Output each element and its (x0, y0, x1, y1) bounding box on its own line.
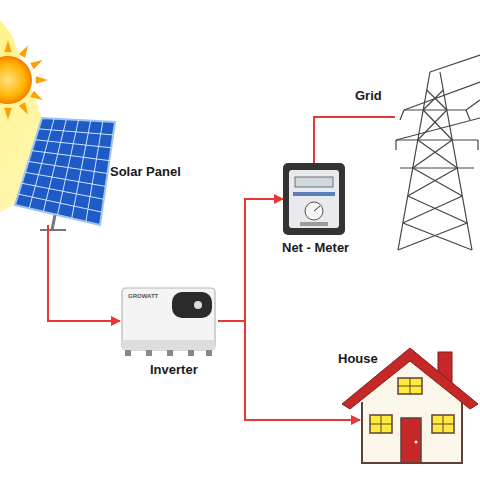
power-line (314, 117, 395, 163)
inverter-illustration (122, 288, 215, 356)
inverter-illustration-part (172, 292, 212, 318)
inverter-illustration-part (206, 350, 212, 356)
net-meter-illustration-part (295, 177, 333, 187)
sun-rays-part (36, 76, 48, 83)
net-meter-illustration (283, 163, 345, 235)
sun-rays-part (4, 108, 11, 120)
house-illustration-part (432, 415, 454, 433)
house-illustration-part (398, 386, 422, 387)
component-label: House (338, 352, 378, 367)
solar-panel-illustration-part (32, 151, 110, 161)
grid-tower-illustration-part (396, 118, 480, 140)
grid-tower-illustration-part (413, 140, 452, 168)
inverter-illustration-part (167, 350, 173, 356)
grid-tower-illustration-part (466, 110, 470, 120)
grid-tower-illustration-part (404, 82, 480, 110)
grid-tower-illustration-part (418, 110, 447, 140)
solar-panel-illustration-part (39, 129, 114, 135)
grid-tower-illustration-part (427, 90, 447, 110)
solar-panel-illustration-part (15, 118, 115, 225)
inverter-illustration-part (125, 350, 131, 356)
net-meter-illustration-part (283, 163, 345, 235)
sun-rays-part (19, 45, 28, 57)
inverter-illustration-part (188, 350, 194, 356)
component-label: Solar Panel (110, 165, 181, 180)
house-illustration-part (370, 415, 392, 433)
grid-tower-illustration-part (477, 140, 478, 150)
sun-rays (0, 40, 48, 120)
grid-tower: Grid (395, 110, 480, 250)
grid-tower-illustration-part (423, 90, 443, 110)
house: House (360, 350, 475, 465)
solar-panel-illustration-part (18, 194, 102, 212)
sun-part (0, 56, 32, 104)
net-meter-illustration-part (293, 192, 335, 196)
solar-panel-illustration-part (25, 172, 106, 186)
house-illustration-part (415, 441, 418, 444)
grid-tower-illustration-part (396, 139, 478, 140)
grid-tower-illustration-part (408, 196, 467, 223)
sun-rays-part (19, 102, 28, 114)
grid-tower-illustration-part (400, 167, 474, 168)
sun (0, 56, 32, 104)
house-illustration-part (398, 378, 422, 394)
sun-rays-part (30, 60, 42, 69)
grid-tower-illustration-part (404, 109, 466, 110)
grid-tower-illustration-part (408, 168, 458, 196)
grid-tower-illustration-part (395, 140, 396, 150)
net-meter-illustration-part (305, 202, 323, 220)
house-illustration-part (432, 424, 454, 425)
component-label: Grid (355, 89, 382, 104)
power-line (218, 199, 283, 321)
grid-tower-illustration-part (403, 196, 462, 223)
grid-tower-illustration-part (466, 100, 480, 110)
solar-panel-illustration-part (22, 183, 104, 199)
grid-tower-illustration-part (423, 110, 452, 140)
house-illustration-part (370, 424, 392, 425)
grid-tower-illustration-part (418, 140, 457, 168)
inverter-illustration-part (194, 301, 202, 309)
brand-label: GROWATT (128, 293, 158, 299)
solar-panel-illustration-part (29, 162, 108, 174)
sun-rays-part (30, 91, 42, 100)
grid-tower-illustration-part (398, 223, 467, 250)
grid-tower-illustration (396, 55, 480, 250)
grid-tower-illustration-part (403, 223, 472, 250)
net-meter: Net - Meter (283, 163, 345, 235)
component-label: Inverter (150, 363, 198, 378)
house-illustration-part (362, 400, 462, 463)
power-line (48, 225, 120, 321)
solar-panel-illustration (15, 118, 115, 225)
component-label: Net - Meter (282, 241, 349, 256)
grid-tower-illustration-part (413, 168, 463, 196)
grid-tower-illustration-part (400, 110, 404, 120)
inverter-illustration-part (122, 288, 215, 350)
sun-rays-part (4, 40, 11, 52)
inverter-illustration-part (122, 340, 215, 350)
inverter-illustration-part (146, 350, 152, 356)
solar-panel-stand-part (40, 229, 66, 231)
net-meter-illustration-part (300, 222, 328, 226)
solar-panel-illustration-part (35, 140, 111, 148)
net-meter-illustration-part (314, 206, 320, 211)
solar-panel: Solar Panel (10, 115, 115, 225)
house-illustration-part (401, 418, 421, 463)
power-line (218, 321, 360, 420)
grid-tower-illustration-part (430, 55, 480, 72)
net-meter-illustration-part (289, 170, 339, 228)
